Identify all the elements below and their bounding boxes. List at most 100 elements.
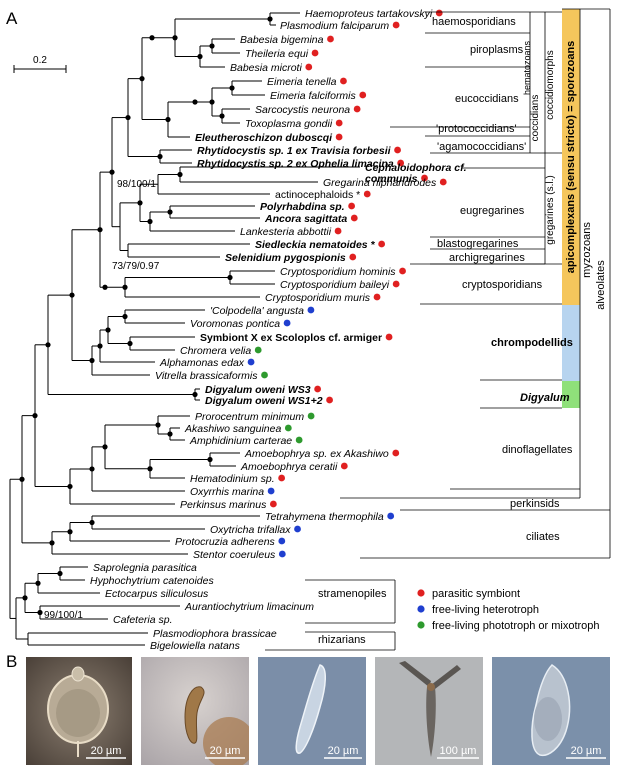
clade-blastogregarines: blastogregarines	[437, 238, 519, 250]
taxon-label: Oxytricha trifallax	[210, 524, 291, 536]
lifestyle-dot	[421, 174, 428, 182]
support-node	[157, 153, 163, 160]
lifestyle-dot	[385, 333, 393, 341]
support-label-73: 73/79/0.97	[112, 261, 160, 272]
label-myzozoans: myzozoans	[581, 222, 593, 278]
lifestyle-dot	[350, 214, 358, 222]
support-node	[89, 466, 95, 472]
lifestyle-dot	[349, 253, 357, 261]
taxon-label: Toxoplasma gondii	[245, 118, 333, 130]
lifestyle-dot	[283, 319, 291, 327]
legend: parasitic symbiont free-living heterotro…	[417, 588, 600, 632]
label-apicomplexans: apicomplexans (sensu stricto) = sporozoa…	[565, 41, 577, 274]
lifestyle-dot	[399, 267, 406, 275]
micrograph-3: 20 µm	[258, 657, 366, 765]
taxon-label: Voromonas pontica	[190, 318, 280, 330]
lifestyle-dot	[435, 9, 443, 17]
taxon-label: Protocruzia adherens	[175, 536, 276, 548]
taxon-label: Vitrella brassicaformis	[155, 370, 258, 382]
taxon-label: Babesia microti	[230, 62, 302, 74]
lifestyle-dot	[394, 146, 401, 154]
support-node	[35, 580, 41, 586]
support-node	[197, 53, 203, 60]
clade-stramenopiles: stramenopiles	[318, 588, 387, 600]
legend-label: parasitic symbiont	[432, 588, 520, 600]
scale-bar-label: 0.2	[33, 55, 47, 66]
legend-dot-green	[417, 621, 425, 629]
legend-item-heterotroph: free-living heterotroph	[417, 604, 539, 616]
support-node	[105, 327, 111, 333]
taxon-label: Digyalum oweni WS1+2	[205, 395, 323, 407]
lifestyle-dot	[387, 512, 395, 520]
label-alveolates: alveolates	[595, 260, 607, 310]
taxon-label: Haemoproteus tartakovskyi	[305, 8, 433, 20]
taxon-label: Cafeteria sp.	[113, 614, 173, 626]
lifestyle-dot	[397, 159, 405, 167]
clade-dinoflagellates: dinoflagellates	[502, 444, 573, 456]
taxon-label: Babesia bigemina	[240, 34, 324, 46]
clade-eucoccidians: eucoccidians	[455, 93, 519, 105]
taxon-label: Saprolegnia parasitica	[93, 562, 197, 574]
lifestyle-dot	[247, 358, 255, 366]
clade-agamococcidians: 'agamococcidians'	[437, 141, 526, 153]
legend-label: free-living phototroph or mixotroph	[432, 620, 600, 632]
support-node	[172, 35, 178, 41]
lifestyle-dot	[363, 190, 371, 198]
support-node	[167, 209, 173, 215]
lifestyle-dot	[392, 21, 400, 29]
taxon-label: Plasmodium falciparum	[280, 20, 389, 32]
taxon-label: Digyalum oweni WS3	[205, 384, 311, 396]
taxon-label: Eimeria tenella	[267, 76, 337, 88]
taxon-label: Prorocentrum minimum	[195, 411, 304, 423]
support-node	[102, 444, 108, 450]
support-node	[22, 595, 28, 601]
taxon-label: Akashiwo sanguinea	[184, 423, 281, 435]
taxon-label: Amoebophrya sp. ex Akashiwo	[244, 448, 389, 460]
support-node	[219, 113, 225, 119]
lifestyle-dot	[340, 462, 348, 470]
taxon-label: Selenidium pygospionis	[225, 252, 346, 264]
clade-ciliates: ciliates	[526, 531, 560, 543]
lifestyle-dot	[392, 280, 400, 288]
lifestyle-dot	[392, 449, 400, 457]
taxon-label: Polyrhabdina sp.	[260, 201, 345, 213]
support-node	[67, 529, 73, 535]
micrograph-1: 20 µm	[26, 657, 132, 765]
support-node	[32, 413, 38, 419]
legend-item-parasitic: parasitic symbiont	[417, 588, 520, 600]
apicomplexa-band	[562, 9, 580, 305]
chrompodellids-band	[562, 305, 580, 381]
taxon-label: Perkinsus marinus	[180, 499, 267, 511]
clade-rhizarians: rhizarians	[318, 634, 366, 646]
support-nodes	[19, 16, 273, 616]
legend-item-phototroph: free-living phototroph or mixotroph	[417, 620, 600, 632]
clade-digyalum: Digyalum	[520, 392, 570, 404]
taxon-label: Siedleckia nematoides *	[255, 239, 376, 251]
clade-piroplasms: piroplasms	[470, 44, 524, 56]
lifestyle-dot	[334, 227, 342, 235]
taxon-label: Amphidinium carterae	[189, 435, 292, 447]
taxon-label: Eimeria falciformis	[270, 90, 357, 102]
taxon-label: 'Colpodella' angusta	[210, 305, 304, 317]
taxon-label: Theileria equi	[245, 48, 309, 60]
lifestyle-dot	[378, 240, 386, 248]
lifestyle-dot	[294, 525, 301, 533]
taxon-label: Symbiont X ex Scoloplos cf. armiger	[200, 332, 382, 344]
lifestyle-dot	[340, 77, 347, 85]
clade-chrompodellids: chrompodellids	[491, 337, 573, 349]
lifestyle-dot	[267, 487, 275, 495]
clade-brackets	[265, 8, 611, 651]
support-node	[167, 431, 173, 437]
taxon-label: Cryptosporidium hominis	[280, 266, 396, 278]
support-node	[127, 340, 133, 347]
micrograph-scale-label: 20 µm	[210, 745, 241, 757]
taxon-label: Cryptosporidium muris	[265, 292, 371, 304]
support-node	[102, 284, 108, 290]
lifestyle-dot	[314, 385, 322, 393]
taxon-label: Rhytidocystis sp. 1 ex Travisia forbesii	[197, 145, 392, 157]
lifestyle-dot	[373, 293, 381, 301]
support-node	[147, 466, 153, 472]
lifestyle-dot	[348, 202, 356, 210]
